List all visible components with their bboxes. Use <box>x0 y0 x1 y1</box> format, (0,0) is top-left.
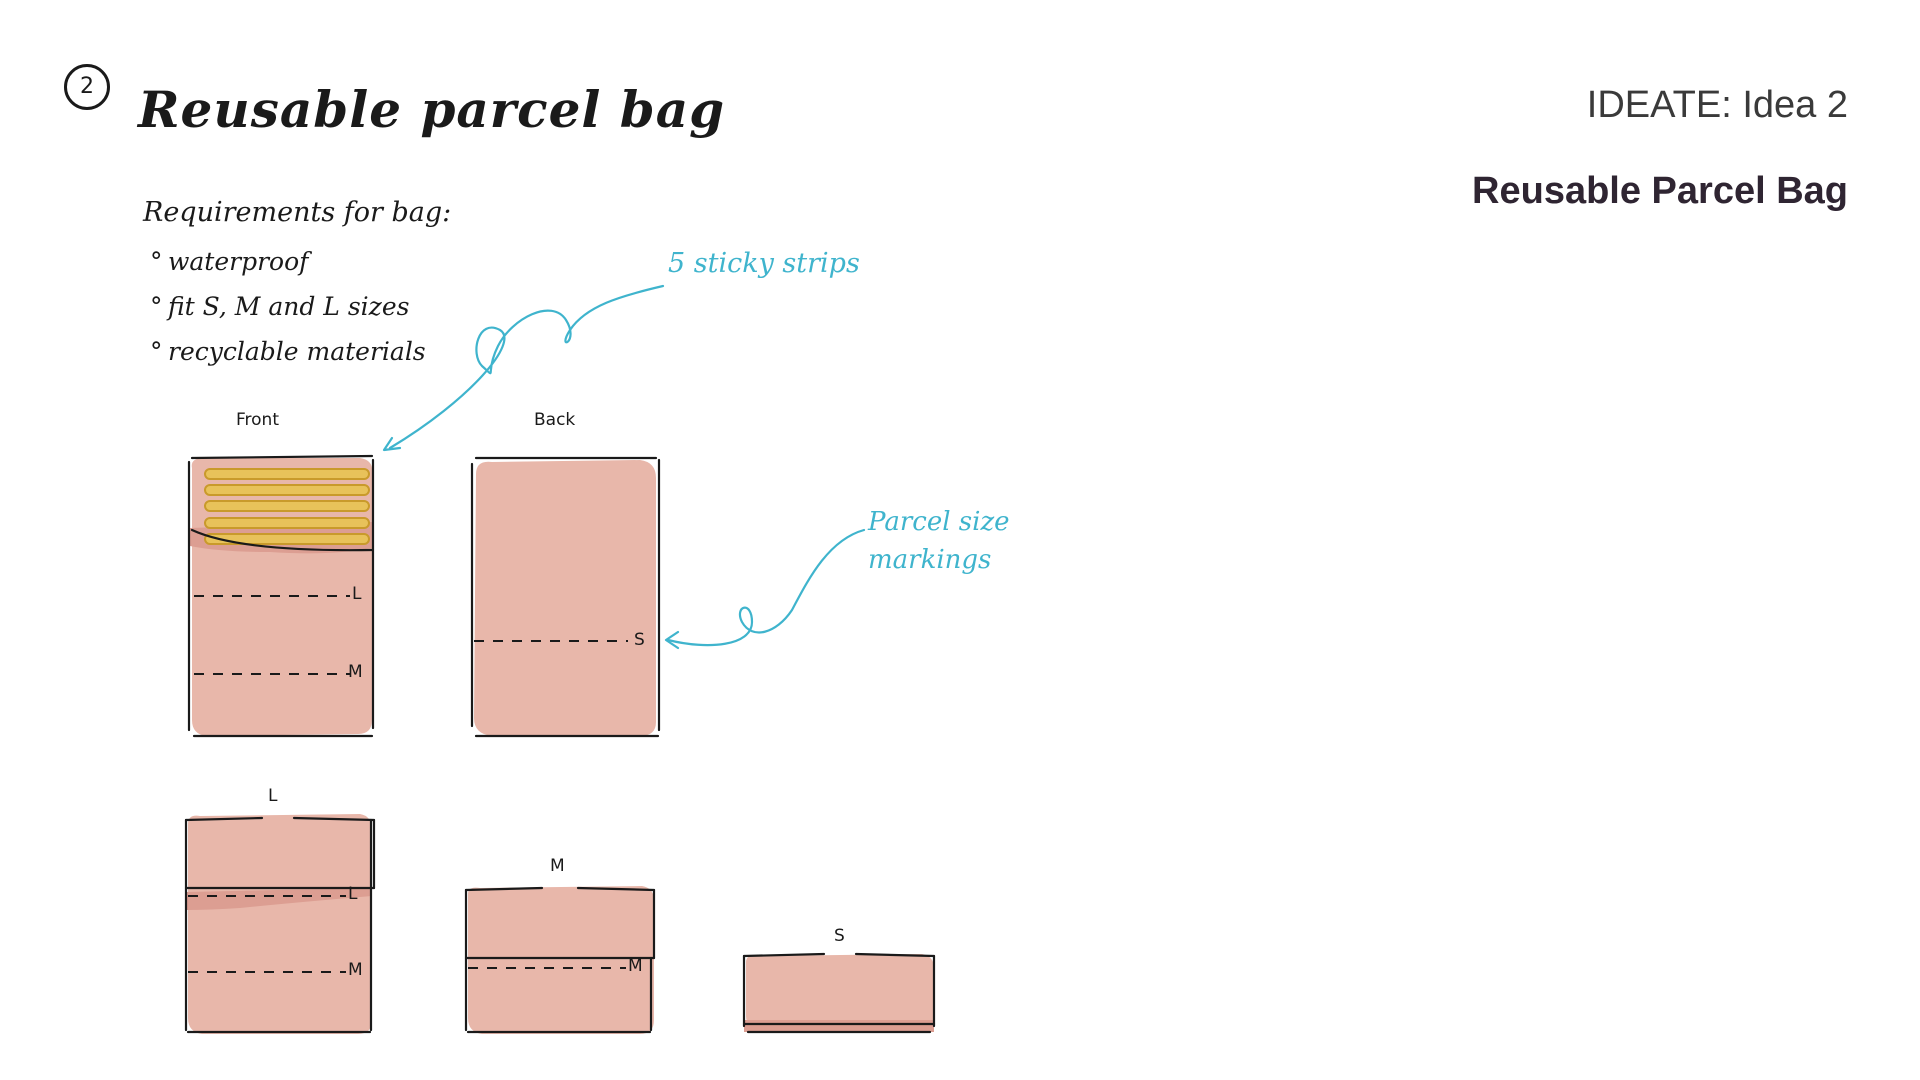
medium-marking-M: M <box>628 956 643 976</box>
front-bag-outline <box>187 454 375 738</box>
requirements-heading: Requirements for bag: <box>143 197 452 228</box>
medium-bag-outline <box>464 886 656 1034</box>
requirement-item: °fit S, M and L sizes <box>150 289 426 334</box>
small-bag-fill <box>746 954 934 1030</box>
large-size-label: L <box>268 786 278 806</box>
small-bag-outline <box>742 952 936 1034</box>
large-marking-M: M <box>348 960 363 980</box>
medium-size-label: M <box>550 856 565 876</box>
section-label: IDEATE: Idea 2 <box>1586 84 1848 126</box>
back-bag-fill <box>474 460 656 736</box>
sticky-strip <box>204 500 370 512</box>
large-bag-outline <box>184 816 376 1034</box>
front-marking-M: M <box>348 662 363 682</box>
back-bag-outline <box>470 456 661 738</box>
requirement-item: °recyclable materials <box>150 334 426 379</box>
small-bag-shade <box>744 1020 934 1032</box>
folded-bag-small <box>742 952 936 1034</box>
markings-annotation-line2: markings <box>868 545 992 575</box>
front-marking-L: L <box>352 584 362 604</box>
markings-annotation: Parcel size markings <box>868 503 1010 579</box>
sticky-strip <box>204 468 370 480</box>
slide-title: Reusable Parcel Bag <box>1472 170 1848 212</box>
sticky-strips <box>204 468 370 545</box>
bullet-icon: ° <box>150 247 163 276</box>
sticky-strip <box>204 517 370 529</box>
folded-bag-medium <box>464 886 656 1034</box>
markings-annotation-line1: Parcel size <box>868 507 1010 537</box>
medium-bag-fill <box>468 886 654 1034</box>
back-marking-S: S <box>634 630 645 650</box>
requirement-item: °waterproof <box>150 244 426 289</box>
large-fold-shade <box>186 888 372 910</box>
folded-bag-large <box>184 814 376 1034</box>
front-bag <box>187 454 375 738</box>
sketch-title: Reusable parcel bag <box>138 80 726 139</box>
strips-annotation: 5 sticky strips <box>668 248 860 279</box>
back-bag <box>470 456 661 738</box>
bullet-icon: ° <box>150 292 163 321</box>
front-view-label: Front <box>236 410 279 430</box>
small-size-label: S <box>834 926 845 946</box>
step-number-badge: 2 <box>64 64 110 110</box>
large-bag-fill <box>188 814 372 1034</box>
requirements-list: °waterproof °fit S, M and L sizes °recyc… <box>150 244 426 379</box>
strips-annotation-arrow <box>382 284 665 452</box>
back-view-label: Back <box>534 410 576 430</box>
sticky-strip <box>204 484 370 496</box>
bullet-icon: ° <box>150 337 163 366</box>
sticky-strip <box>204 533 370 545</box>
markings-annotation-arrow <box>664 528 866 650</box>
large-marking-L: L <box>348 884 358 904</box>
